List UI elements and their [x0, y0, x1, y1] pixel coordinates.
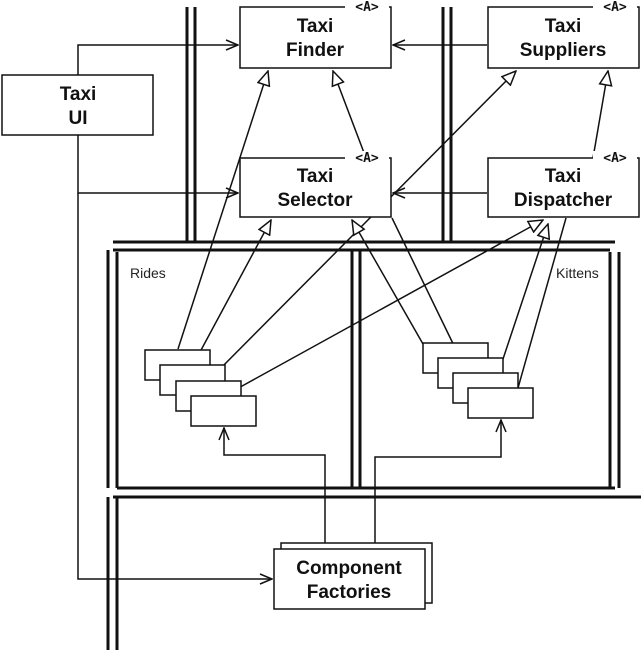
taxi-dispatcher-line1: Taxi: [545, 166, 582, 187]
taxi-selector-line2: Selector: [278, 190, 354, 211]
region-label-rides: Rides: [130, 265, 166, 281]
inheritance-arrows: [333, 71, 608, 159]
abstract-stereotype-finder: <A>: [355, 0, 379, 15]
kittens-impl-dispatcher-2: [517, 217, 567, 389]
taxi-finder-line1: Taxi: [297, 16, 334, 37]
kittens-impl-selector: [352, 220, 424, 345]
rides-impl-dispatcher: [223, 220, 543, 397]
taxi-suppliers-line1: Taxi: [545, 16, 582, 37]
taxi-selector-line1: Taxi: [297, 166, 334, 187]
kittens-impl-selector-2: [391, 217, 461, 359]
usage-arrows: [77, 45, 487, 579]
factories-line2: Factories: [307, 582, 391, 603]
rides-component-4[interactable]: [190, 395, 257, 427]
arrow-factories-to-kittens: [374, 420, 501, 543]
component-taxi-dispatcher[interactable]: <A> Taxi Dispatcher: [487, 151, 640, 218]
arrow-dispatcher-inherits-suppliers: [592, 71, 608, 159]
taxi-dispatcher-line2: Dispatcher: [514, 190, 613, 211]
component-taxi-suppliers[interactable]: <A> Taxi Suppliers: [487, 0, 640, 69]
arrow-ui-to-factories: [77, 193, 272, 579]
taxi-ui-line1: Taxi: [60, 84, 97, 105]
abstract-stereotype-dispatcher: <A>: [603, 151, 627, 166]
taxi-finder-line2: Finder: [286, 40, 345, 61]
component-taxi-finder[interactable]: <A> Taxi Finder: [239, 0, 392, 69]
rides-component-stack: [144, 349, 257, 427]
kittens-component-stack: [422, 342, 534, 419]
component-factories[interactable]: Component Factories: [273, 542, 433, 610]
rides-impl-selector: [192, 220, 271, 366]
factory-arrows: [224, 420, 501, 543]
factories-line1: Component: [296, 558, 402, 579]
abstract-stereotype-selector: <A>: [355, 151, 379, 166]
arrow-ui-to-finder: [77, 45, 238, 75]
kittens-component-4[interactable]: [467, 387, 534, 419]
component-taxi-ui[interactable]: Taxi UI: [1, 74, 154, 136]
arrow-selector-inherits-finder: [333, 71, 367, 159]
region-label-kittens: Kittens: [556, 265, 599, 281]
taxi-ui-line2: UI: [69, 108, 88, 129]
arrow-ui-to-selector: [77, 135, 238, 193]
taxi-suppliers-line2: Suppliers: [520, 40, 607, 61]
arrow-factories-to-rides: [224, 428, 326, 543]
abstract-stereotype-suppliers: <A>: [603, 0, 627, 15]
rides-impl-suppliers: [208, 71, 516, 381]
rides-impl-finder: [177, 71, 268, 350]
component-taxi-selector[interactable]: <A> Taxi Selector: [239, 151, 392, 218]
kittens-implementation-lines: [352, 217, 567, 389]
kittens-impl-dispatcher: [497, 224, 548, 375]
